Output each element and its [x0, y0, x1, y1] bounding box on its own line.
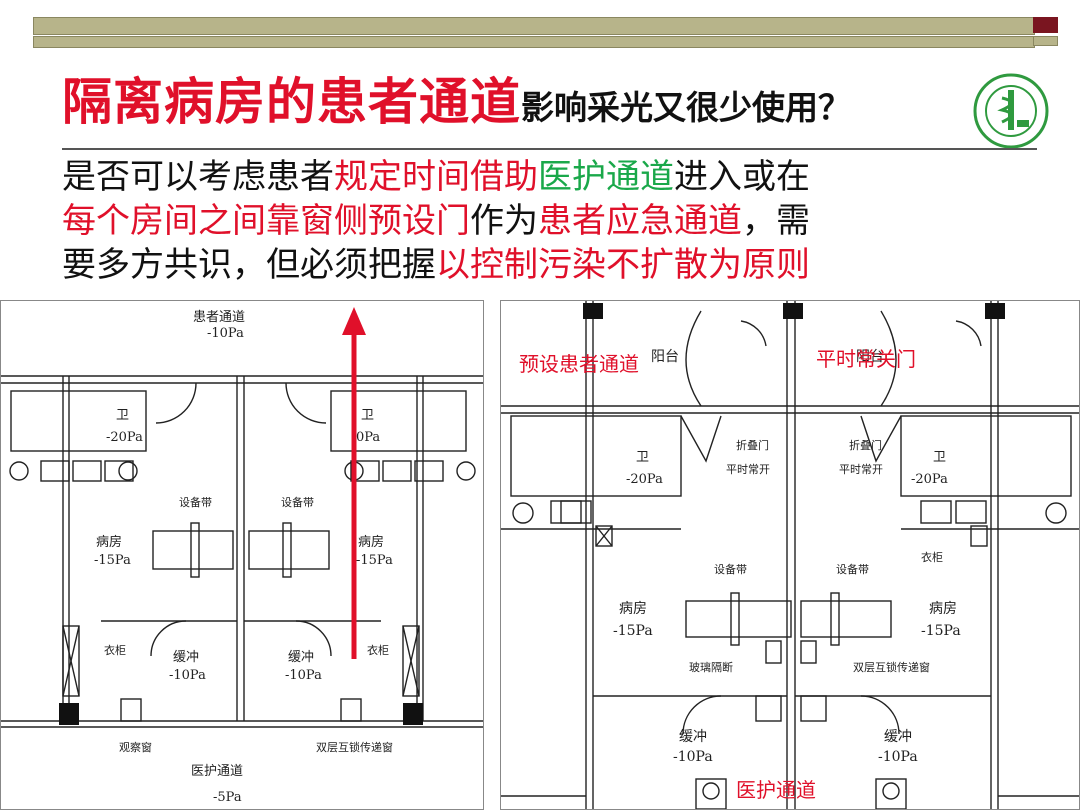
text-segment: 每个房间之间靠窗侧预设门: [62, 201, 470, 241]
accent-square-lower: [1033, 36, 1058, 46]
title-divider: [62, 148, 1037, 150]
slide-title: 隔离病房的患者通道影响采光又很少使用？: [62, 72, 851, 144]
text-segment: 作为: [470, 201, 538, 241]
text-segment: 要多方共识，但必须把握: [62, 245, 436, 285]
label-buffer: 缓冲: [679, 729, 707, 745]
label-obs-window: 观察窗: [119, 740, 152, 754]
label-toilet: 卫: [361, 408, 374, 423]
title-main: 隔离病房的患者通道: [62, 73, 521, 131]
label-balcony: 阳台: [856, 349, 884, 365]
label-fold-door: 折叠门: [736, 438, 769, 452]
accent-square: [1033, 17, 1058, 33]
label-toilet-pa: -20Pa: [626, 472, 663, 487]
label-closet: 衣柜: [921, 550, 943, 564]
body-line-1: 是否可以考虑患者规定时间借助医护通道进入或在: [62, 155, 1042, 199]
label-buffer-pa: -10Pa: [285, 668, 322, 683]
label-normally-closed-door: 平时常关门: [816, 347, 916, 371]
label-ward: 病房: [96, 534, 122, 550]
label-medical-corridor-pa: -5Pa: [213, 790, 242, 805]
label-equip-band: 设备带: [836, 562, 869, 576]
title-sub: 影响采光又很少使用？: [521, 88, 851, 127]
label-ward-pa: -15Pa: [356, 553, 393, 568]
label-toilet-pa: -20Pa: [911, 472, 948, 487]
label-ward-pa: -15Pa: [921, 623, 961, 639]
text-segment: 患者应急通道: [538, 201, 742, 241]
label-balcony: 阳台: [651, 349, 679, 365]
label-normally-open: 平时常开: [726, 463, 770, 476]
top-bar: [33, 17, 1035, 35]
text-segment: ，需: [742, 201, 810, 241]
label-buffer-pa: -10Pa: [673, 749, 713, 765]
label-normally-open: 平时常开: [839, 463, 883, 476]
text-segment: 以控制污染不扩散为原则: [436, 245, 810, 285]
left-floor-plan: 患者通道 -10Pa 卫 -20Pa 卫 0Pa 设备带 设备带 病房 -15P…: [0, 300, 484, 810]
body-line-3: 要多方共识，但必须把握以控制污染不扩散为原则: [62, 243, 1042, 287]
text-segment: 进入或在: [674, 157, 810, 197]
text-segment: 医护通道: [538, 157, 674, 197]
upward-arrow-icon: [342, 307, 366, 659]
text-segment: 是否可以考虑患者: [62, 157, 334, 197]
right-floor-plan: 阳台 阳台 折叠门 平时常开 折叠门 平时常开 卫 -20Pa 卫 -20Pa …: [500, 300, 1080, 810]
hospital-logo: [972, 72, 1050, 150]
label-toilet: 卫: [636, 450, 649, 465]
label-toilet: 卫: [933, 450, 946, 465]
label-closet: 衣柜: [104, 643, 126, 657]
body-line-2: 每个房间之间靠窗侧预设门作为患者应急通道，需: [62, 199, 1042, 243]
label-buffer-pa: -10Pa: [169, 668, 206, 683]
label-ward: 病房: [929, 601, 957, 617]
label-fold-door: 折叠门: [849, 438, 882, 452]
label-ward-pa: -15Pa: [94, 553, 131, 568]
label-equip-band: 设备带: [281, 495, 314, 509]
label-patient-corridor: 患者通道: [193, 310, 245, 325]
label-glass-partition: 玻璃隔断: [689, 660, 733, 674]
label-ward: 病房: [358, 534, 384, 550]
label-buffer: 缓冲: [884, 729, 912, 745]
body-text: 是否可以考虑患者规定时间借助医护通道进入或在 每个房间之间靠窗侧预设门作为患者应…: [62, 155, 1042, 287]
label-closet: 衣柜: [367, 643, 389, 657]
label-toilet-pa: 0Pa: [356, 430, 380, 445]
label-buffer: 缓冲: [288, 650, 314, 665]
label-patient-corridor-pa: -10Pa: [207, 326, 244, 341]
label-buffer-pa: -10Pa: [878, 749, 918, 765]
label-equip-band: 设备带: [714, 562, 747, 576]
label-medical-corridor: 医护通道: [191, 764, 243, 779]
label-ward: 病房: [619, 601, 647, 617]
label-pass-window: 双层互锁传递窗: [853, 660, 930, 674]
text-segment: 规定时间借助: [334, 157, 538, 197]
top-bar-underline: [33, 36, 1035, 48]
label-medical-corridor: 医护通道: [736, 778, 816, 802]
label-ward-pa: -15Pa: [613, 623, 653, 639]
label-toilet: 卫: [116, 408, 129, 423]
label-buffer: 缓冲: [173, 650, 199, 665]
label-toilet-pa: -20Pa: [106, 430, 143, 445]
label-pass-window: 双层互锁传递窗: [316, 740, 393, 754]
label-equip-band: 设备带: [179, 495, 212, 509]
label-preset-patient-passage: 预设患者通道: [519, 352, 639, 376]
